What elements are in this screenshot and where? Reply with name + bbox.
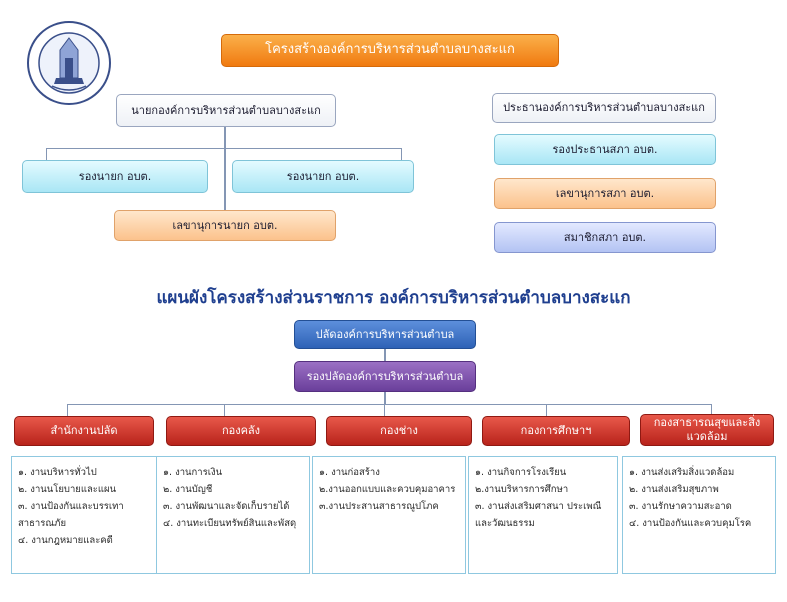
list-item: ๓. งานพัฒนาและจัดเก็บรายได้: [163, 501, 290, 512]
list-item: ๓. งานส่งเสริมศาสนา ประเพณีและวัฒนธรรม: [475, 501, 602, 529]
connector: [46, 148, 402, 149]
division-public-health: กองสาธารณสุขและสิ่งแวดล้อม: [640, 414, 774, 446]
connector: [384, 392, 386, 405]
seal-logo: [27, 21, 111, 105]
list-item: ๑. งานการเงิน: [163, 467, 223, 478]
division-education: กองการศึกษาฯ: [482, 416, 630, 446]
list-item: ๑. งานบริหารทั่วไป: [18, 467, 97, 478]
connector: [546, 404, 547, 416]
connector: [711, 404, 712, 416]
list-item: ๑. งานก่อสร้าง: [319, 467, 380, 478]
list-item: ๒. งานส่งเสริมสุขภาพ: [629, 484, 719, 495]
list-item: ๒. งานนโยบายและแผน: [18, 484, 117, 495]
list-item: ๔. งานป้องกันและควบคุมโรค: [629, 518, 752, 529]
list-item: ๒.งานออกแบบและควบคุมอาคาร: [319, 484, 456, 495]
mayor-secretary-box: เลขานุการนายก อบต.: [114, 210, 336, 241]
council-vice-box: รองประธานสภา อบต.: [494, 134, 716, 165]
division-office-of-chief: สำนักงานปลัด: [14, 416, 154, 446]
division-finance: กองคลัง: [166, 416, 316, 446]
council-member-box: สมาชิกสภา อบต.: [494, 222, 716, 253]
list-item: ๓. งานป้องกันและบรรเทาสาธารณภัย: [18, 501, 124, 529]
council-secretary-box: เลขานุการสภา อบต.: [494, 178, 716, 209]
task-list-office-of-chief: ๑. งานบริหารทั่วไป ๒. งานนโยบายและแผน ๓.…: [11, 456, 157, 574]
connector: [224, 127, 226, 212]
list-item: ๓.งานประสานสาธารณูปโภค: [319, 501, 439, 512]
connector: [67, 404, 712, 405]
connector: [46, 148, 47, 161]
deputy-mayor-2-box: รองนายก อบต.: [232, 160, 414, 193]
mayor-box: นายกองค์การบริหารส่วนตำบลบางสะแก: [116, 94, 336, 127]
task-list-education: ๑. งานกิจการโรงเรียน ๒.งานบริหารการศึกษา…: [468, 456, 618, 574]
admin-structure-heading: แผนผังโครงสร้างส่วนราชการ องค์การบริหารส…: [156, 288, 631, 308]
list-item: ๔. งานกฎหมายและคดี: [18, 535, 113, 546]
list-item: ๓. งานรักษาความสะอาด: [629, 501, 732, 512]
task-list-engineering: ๑. งานก่อสร้าง ๒.งานออกแบบและควบคุมอาคาร…: [312, 456, 466, 574]
list-item: ๑. งานส่งเสริมสิ่งแวดล้อม: [629, 467, 735, 478]
list-item: ๔. งานทะเบียนทรัพย์สินและพัสดุ: [163, 518, 297, 529]
connector: [384, 349, 386, 361]
council-president-box: ประธานองค์การบริหารส่วนตำบลบางสะแก: [492, 93, 716, 123]
connector: [224, 404, 225, 416]
division-engineering: กองช่าง: [326, 416, 472, 446]
list-item: ๑. งานกิจการโรงเรียน: [475, 467, 567, 478]
list-item: ๒.งานบริหารการศึกษา: [475, 484, 569, 495]
list-item: ๒. งานบัญชี: [163, 484, 213, 495]
chief-administrator-box: ปลัดองค์การบริหารส่วนตำบล: [294, 320, 476, 349]
org-structure-title: โครงสร้างองค์การบริหารส่วนตำบลบางสะแก: [221, 34, 559, 67]
task-list-finance: ๑. งานการเงิน ๒. งานบัญชี ๓. งานพัฒนาและ…: [156, 456, 310, 574]
deputy-mayor-1-box: รองนายก อบต.: [22, 160, 208, 193]
connector: [401, 148, 402, 161]
deputy-chief-box: รองปลัดองค์การบริหารส่วนตำบล: [294, 361, 476, 392]
connector: [384, 404, 385, 416]
task-list-public-health: ๑. งานส่งเสริมสิ่งแวดล้อม ๒. งานส่งเสริม…: [622, 456, 776, 574]
connector: [67, 404, 68, 416]
